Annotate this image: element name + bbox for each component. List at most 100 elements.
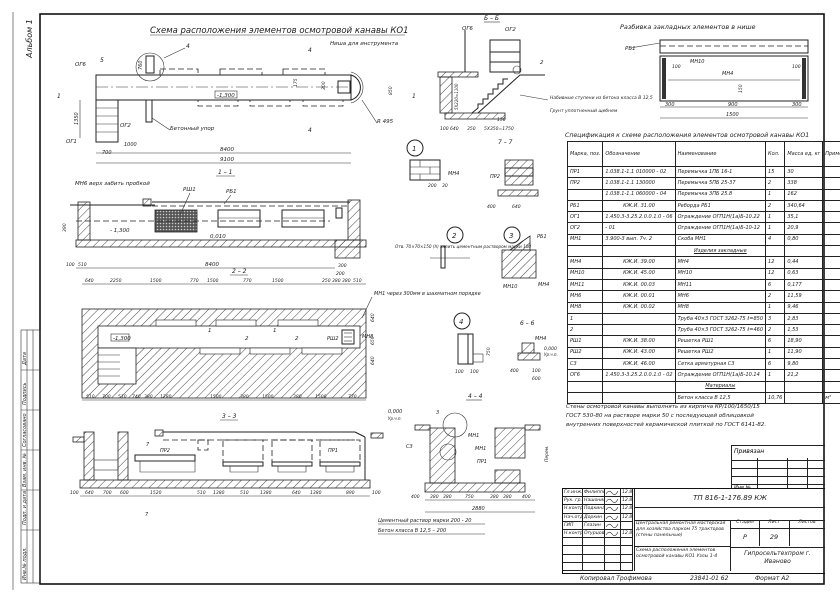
spec-cell: 338: [784, 177, 824, 190]
section-3-3-dim: 640: [85, 490, 94, 496]
spec-cell: 0,63: [784, 267, 824, 280]
spec-cell: [822, 290, 840, 303]
section-7-7: 7 – 7 ПР2 400 640: [487, 139, 539, 210]
spec-cell: [822, 312, 840, 326]
title-block: Гл.инж.Филиппов12.88Рук. гр.Нашонин12.88…: [562, 488, 825, 574]
section-2-2-dim-bottom: 700: [102, 394, 111, 400]
detail-1-mn4: МН4: [448, 171, 459, 177]
section-3-3-cut-7-bottom: 7: [145, 512, 149, 518]
sheet-format: Формат А2: [755, 575, 790, 582]
section-2-2-dim-bottom: 740: [132, 394, 141, 400]
plan-label-concrete-stop: Бетонный упор: [170, 126, 215, 132]
section-3-3-dim: 510: [197, 490, 206, 496]
spec-cell: 12: [765, 267, 786, 280]
stamp-signature: [605, 513, 621, 521]
stamp-empty-cell: [563, 538, 583, 546]
spec-cell: 162: [784, 188, 824, 201]
detail-3: 3 РБ1 МН10 МН4: [501, 226, 549, 290]
binding-block: Привязан Инв.№: [731, 445, 825, 491]
stamp-role: Гл.инж.: [564, 489, 583, 497]
spec-cell: 1.038.1-1.1 060000 - 04: [602, 188, 676, 201]
section-7-7-pr2: ПР2: [490, 174, 500, 180]
section-2-2-dim-bottom: 380: [293, 394, 302, 400]
stamp-date: 12.88: [622, 513, 633, 521]
section-3-3-dim: 640: [292, 490, 301, 496]
section-4-4-level-note: Ур.ч.п.: [388, 416, 402, 421]
section-2-2-level: -1,300: [113, 336, 131, 342]
stamp-empty-cell: [621, 554, 633, 562]
section-4-4-title: 4 – 4: [468, 393, 483, 400]
detail-1-number: 1: [412, 145, 416, 153]
drawing-number: 23841-01 62: [690, 575, 729, 582]
spec-cell: [822, 256, 840, 269]
section-2-2-mn8: МН8: [362, 334, 373, 340]
spec-header-cell: Примеч.: [822, 141, 840, 167]
project-name: Центральная ремонтная мастерская для хоз…: [634, 520, 730, 547]
spec-cell: Труба 40×3 ГОСТ 3262-75 ℓ=850: [674, 312, 767, 326]
spec-cell: [822, 211, 840, 224]
section-4-4-c3: С3: [406, 444, 413, 450]
detail-3-mn4: МН4: [538, 282, 549, 288]
stamp-role: Нач.отд.: [564, 513, 583, 521]
spec-header-cell: Наименование: [674, 141, 767, 167]
section-2-2-callout-2b: 2: [295, 336, 299, 342]
spec-header-cell: Обозначение: [602, 141, 676, 167]
section-2-2-dim-bottom: 1500: [210, 394, 222, 400]
section-2-2-dim-bottom: 510: [118, 394, 127, 400]
section-2-2-callout-1a: 1: [208, 328, 212, 334]
section-2-2-dim-top: 1500: [150, 278, 162, 284]
section-1-1-level: - 1,300: [110, 228, 130, 234]
stamp-empty-cell: [563, 562, 583, 570]
sheet-title: Схема расположения элементов осмотровой …: [634, 547, 730, 571]
spec-cell: - 01: [602, 222, 676, 235]
spec-cell: Перемычка 1ПБ 16-1: [674, 165, 767, 179]
spec-cell: [566, 245, 604, 258]
spec-table: Марка, поз. Обозначение Наименование Кол…: [566, 141, 840, 405]
spec-cell: [822, 188, 840, 201]
spec-cell: С3: [566, 358, 604, 371]
section-4-4-dim: 400: [411, 494, 420, 500]
spec-cell: [602, 312, 676, 326]
section-2-2-dim-right: 640: [370, 356, 376, 365]
section-6-6-dim-600: 600: [532, 376, 541, 382]
plan-label-og2: ОГ2: [120, 123, 131, 129]
spec-header-cell: Масса ед, кг: [784, 141, 824, 167]
section-3-3-pr1: ПР1: [328, 448, 338, 454]
stamp-empty-cell: [621, 562, 633, 570]
section-2-2-mn1-note: МН1 через 300мм в шахматном порядке: [374, 291, 481, 297]
section-2-2-dim-top: 250: [322, 278, 331, 284]
section-b-og6: ОГ6: [462, 26, 473, 32]
spec-cell: 11,90: [784, 346, 824, 360]
spec-cell: 4: [765, 233, 786, 247]
spec-cell: Перемычка 5ПБ 25-37: [674, 177, 767, 190]
section-2-2: 2 – 2 640 2250 1500 770 1500 770 1500 25…: [81, 268, 481, 401]
plan-label-og6: ОГ6: [75, 62, 86, 68]
side-stamp: Инв.№ подл. Подп. и дата Взам. инв. № Со…: [20, 329, 41, 584]
stamp-signature: [605, 497, 621, 505]
spec-cell: МН8: [566, 301, 604, 314]
spec-cell: 0,44: [784, 256, 824, 269]
stamp-empty-cell: [583, 554, 605, 562]
spec-cell: 21,2: [784, 369, 824, 382]
detail-4-dim-750: 750: [486, 347, 492, 356]
section-6-6-level-note: Ур.ч.п.: [544, 352, 558, 357]
niche-layout: Разбивка закладных элементов в нише РБ1 …: [620, 23, 809, 119]
spec-cell: КЖ.И. 00.02: [602, 301, 676, 314]
spec-cell: 340,64: [784, 199, 824, 213]
spec-cell: 9,46: [784, 301, 824, 314]
stamp-date: 12.88: [622, 530, 633, 538]
spec-cell: 6: [765, 278, 786, 292]
section-b-steps-note: Набивные ступени из бетона класса В 12,5: [550, 95, 653, 101]
side-stamp-inv: Инв.№ подл.: [22, 547, 28, 580]
stamp-signature: [605, 521, 621, 529]
stamp-name: Нашонин: [584, 497, 605, 505]
